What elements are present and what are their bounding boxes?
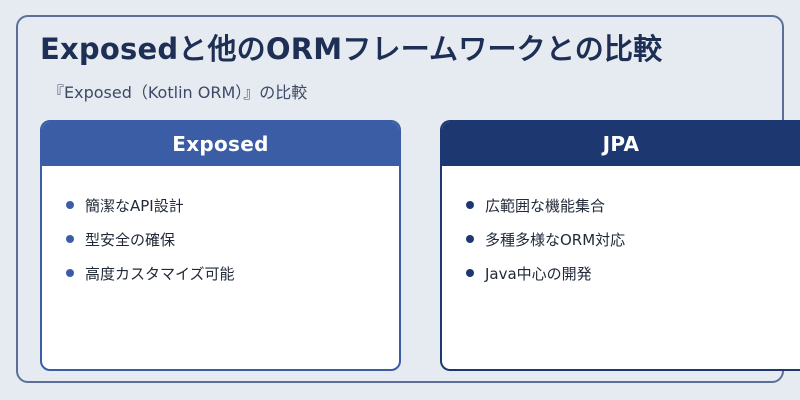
list-item-label: 型安全の確保 [85, 230, 176, 249]
exposed-feature-list: 簡潔なAPI設計 型安全の確保 高度カスタマイズ可能 [42, 166, 399, 290]
list-item-label: 高度カスタマイズ可能 [85, 264, 235, 283]
page-title: Exposedと他のORMフレームワークとの比較 [40, 32, 663, 66]
exposed-card: Exposed 簡潔なAPI設計 型安全の確保 高度カスタマイズ可能 [40, 120, 401, 371]
bullet-icon [466, 201, 474, 209]
list-item: Java中心の開発 [466, 256, 800, 290]
list-item: 広範囲な機能集合 [466, 188, 800, 222]
list-item-label: 多種多様なORM対応 [485, 230, 626, 249]
bullet-icon [66, 201, 74, 209]
list-item-label: Java中心の開発 [485, 264, 592, 283]
list-item: 型安全の確保 [66, 222, 399, 256]
bullet-icon [66, 235, 74, 243]
list-item: 高度カスタマイズ可能 [66, 256, 399, 290]
bullet-icon [66, 269, 74, 277]
list-item-label: 広範囲な機能集合 [485, 196, 606, 215]
list-item-label: 簡潔なAPI設計 [85, 196, 184, 215]
list-item: 簡潔なAPI設計 [66, 188, 399, 222]
jpa-card-header: JPA [442, 122, 800, 166]
bullet-icon [466, 235, 474, 243]
jpa-feature-list: 広範囲な機能集合 多種多様なORM対応 Java中心の開発 [442, 166, 800, 290]
bullet-icon [466, 269, 474, 277]
jpa-card: JPA 広範囲な機能集合 多種多様なORM対応 Java中心の開発 [440, 120, 800, 371]
page-subtitle: 『Exposed（Kotlin ORM）』の比較 [48, 83, 308, 102]
list-item: 多種多様なORM対応 [466, 222, 800, 256]
exposed-card-header: Exposed [42, 122, 399, 166]
